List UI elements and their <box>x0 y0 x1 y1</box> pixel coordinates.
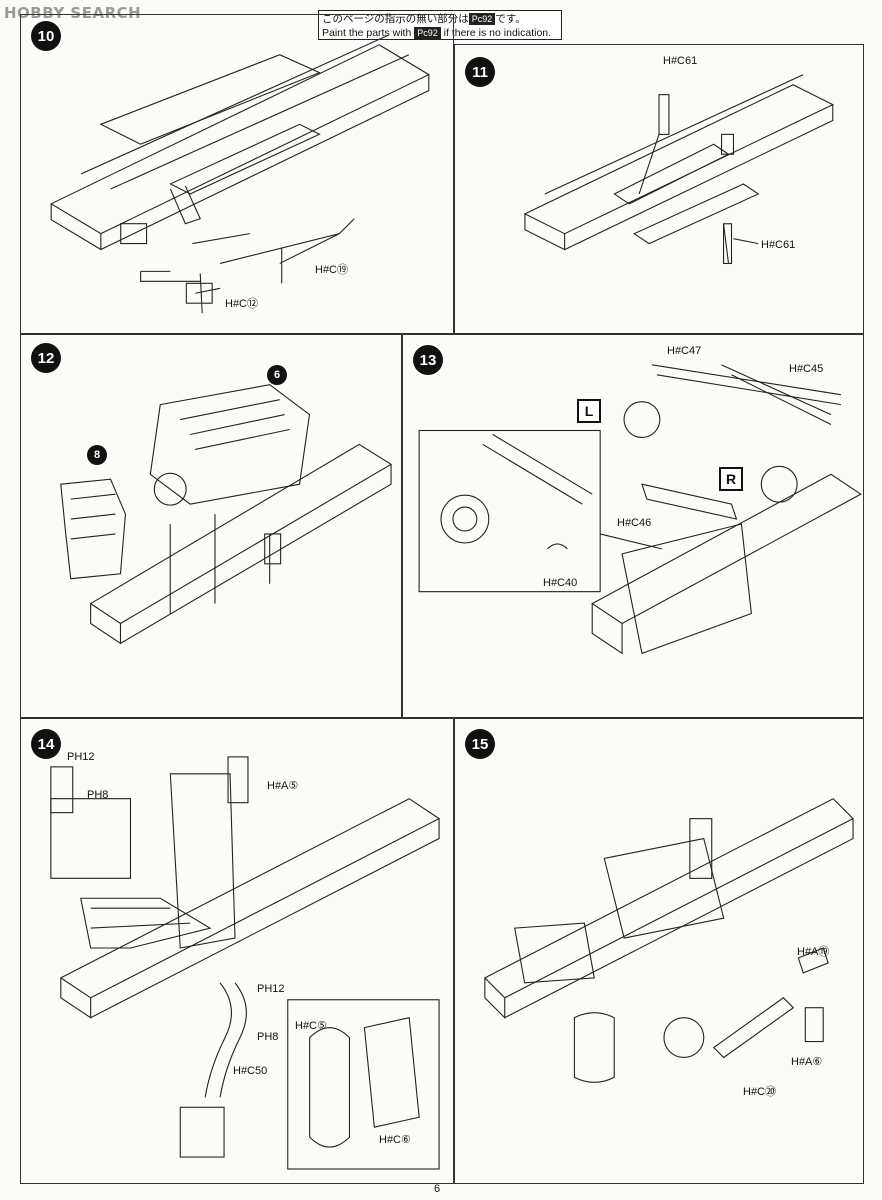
note-line2-post: if there is no indication. <box>443 27 552 39</box>
callout-engine: 6 <box>267 365 287 385</box>
page-number: 6 <box>434 1183 441 1195</box>
step-12-diagram <box>60 384 393 645</box>
step-13-panel: 13 H#C47 H#C45 H#C46 H#C40 L R <box>402 334 864 718</box>
label-h-c46: H#C46 <box>617 517 652 529</box>
label-h-c47: H#C47 <box>667 345 702 357</box>
step-14-number: 14 <box>31 729 61 759</box>
step-11-number: 11 <box>465 57 495 87</box>
step-11-diagram <box>523 74 835 265</box>
step-12-panel: 12 6 8 <box>20 334 402 718</box>
note-line2-pre: Paint the parts with <box>322 27 412 39</box>
label-ph8-top: PH8 <box>87 789 109 801</box>
note-line1-pre: このページの指示の無い部分は <box>322 13 469 25</box>
label-h-c19: H#C⑲ <box>315 264 349 276</box>
label-h-c12: H#C⑫ <box>225 298 259 310</box>
label-h-a6: H#A⑥ <box>791 1056 823 1068</box>
step-10-panel: 10 H#C⑲ H#C⑫ <box>20 14 454 334</box>
note-badge-1: Pc92 <box>468 13 496 25</box>
label-ph8: PH8 <box>257 1031 279 1043</box>
note-badge-2: Pc92 <box>414 27 441 39</box>
label-h-c6: H#C⑥ <box>379 1134 411 1146</box>
label-h-c45: H#C45 <box>789 363 824 375</box>
step-15-number: 15 <box>465 729 495 759</box>
label-h-c20: H#C⑳ <box>743 1086 777 1098</box>
step-10-diagram <box>50 34 430 314</box>
step-14-panel: 14 PH12 PH8 H#A⑤ PH12 PH8 H#C50 H#C⑤ H#C… <box>20 718 454 1184</box>
label-left: L <box>577 399 601 423</box>
step-13-diagram <box>418 364 862 655</box>
label-h-c40: H#C40 <box>543 577 578 589</box>
step-12-number: 12 <box>31 343 61 373</box>
step-14-diagram <box>50 756 441 1170</box>
label-h-c50: H#C50 <box>233 1065 268 1077</box>
step-10-number: 10 <box>31 21 61 51</box>
label-ph12-top: PH12 <box>67 751 95 763</box>
step-11-panel: 11 H#C61 H#C61 <box>454 44 864 334</box>
label-h-c5: H#C⑤ <box>295 1020 327 1032</box>
label-h-a19: H#A⑲ <box>797 946 830 958</box>
label-h-c61-bottom: H#C61 <box>761 239 796 251</box>
label-right: R <box>719 467 743 491</box>
watermark: HOBBY SEARCH <box>4 4 142 22</box>
label-h-a5: H#A⑤ <box>267 780 299 792</box>
note-line1-post: です。 <box>495 13 526 25</box>
step-13-number: 13 <box>413 345 443 375</box>
callout-radiator: 8 <box>87 445 107 465</box>
step-15-diagram <box>483 798 854 1083</box>
step-15-panel: 15 H#A⑲ H#A⑥ H#C⑳ <box>454 718 864 1184</box>
label-h-c61-top: H#C61 <box>663 55 698 67</box>
label-ph12: PH12 <box>257 983 285 995</box>
